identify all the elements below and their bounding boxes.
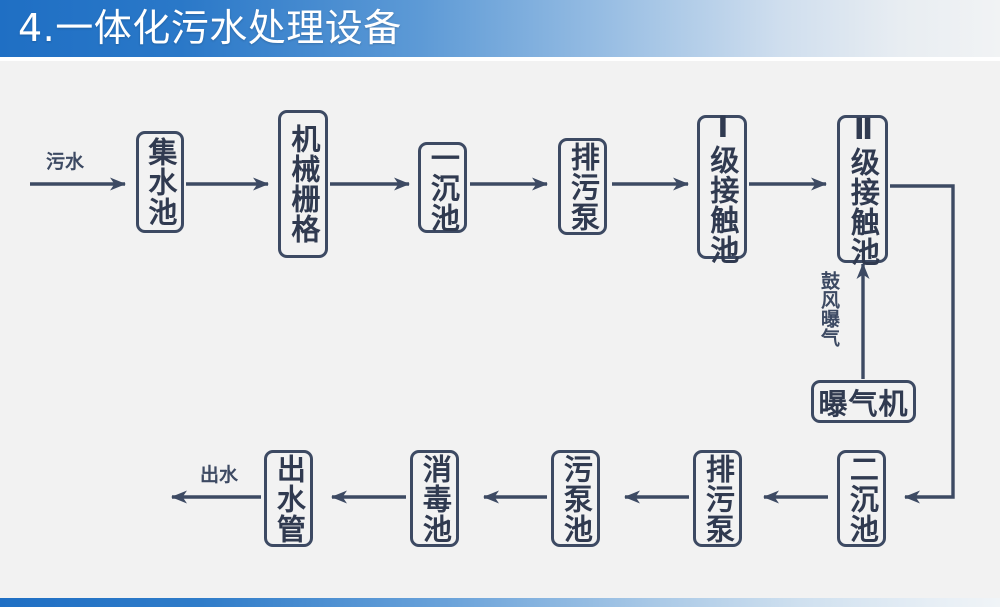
node-label: 消毒池 xyxy=(418,453,453,544)
header-underline xyxy=(0,57,1000,61)
node-baoqiji[interactable]: 曝气机 xyxy=(811,380,916,423)
label-outlet: 出水 xyxy=(200,464,239,486)
slide-header-banner: 4.一体化污水处理设备 xyxy=(0,0,1000,57)
page-title: 4.一体化污水处理设备 xyxy=(18,6,402,50)
node-paiwubeng-1[interactable]: 排污泵 xyxy=(558,138,607,235)
node-label: 出水管 xyxy=(272,453,307,544)
node-label: 一沉池 xyxy=(426,142,461,233)
wire-right-drop xyxy=(890,184,955,504)
node-label: 二沉池 xyxy=(845,453,880,544)
node-chushuiguan[interactable]: 出水管 xyxy=(264,450,313,547)
node-label: 曝气机 xyxy=(818,386,909,421)
node-erchenchi[interactable]: 二沉池 xyxy=(837,450,886,547)
node-label: 集水池 xyxy=(143,137,178,227)
node-jiechuchi-2[interactable]: Ⅱ级接触池 xyxy=(837,112,888,267)
node-jiechuchi-1[interactable]: Ⅰ级接触池 xyxy=(697,110,747,265)
node-label: 排污泵 xyxy=(701,453,736,544)
label-aeration: 鼓风曝气 xyxy=(817,271,840,347)
node-label: 机械栅格 xyxy=(286,124,321,244)
node-wubengchi[interactable]: 污泵池 xyxy=(551,450,600,547)
node-jixieshange[interactable]: 机械栅格 xyxy=(278,110,328,258)
node-jishuichi[interactable]: 集水池 xyxy=(136,131,184,233)
node-label: Ⅱ级接触池 xyxy=(846,111,881,267)
slide-footer-bar xyxy=(0,598,1000,607)
node-label: 排污泵 xyxy=(566,141,601,232)
node-xiaoduchi[interactable]: 消毒池 xyxy=(410,450,459,547)
node-paiwubeng-2[interactable]: 排污泵 xyxy=(693,450,742,547)
node-label: 污泵池 xyxy=(559,453,594,544)
node-label: Ⅰ级接触池 xyxy=(705,109,740,265)
node-yichenchi[interactable]: 一沉池 xyxy=(418,142,467,233)
label-inlet: 污水 xyxy=(46,151,85,173)
